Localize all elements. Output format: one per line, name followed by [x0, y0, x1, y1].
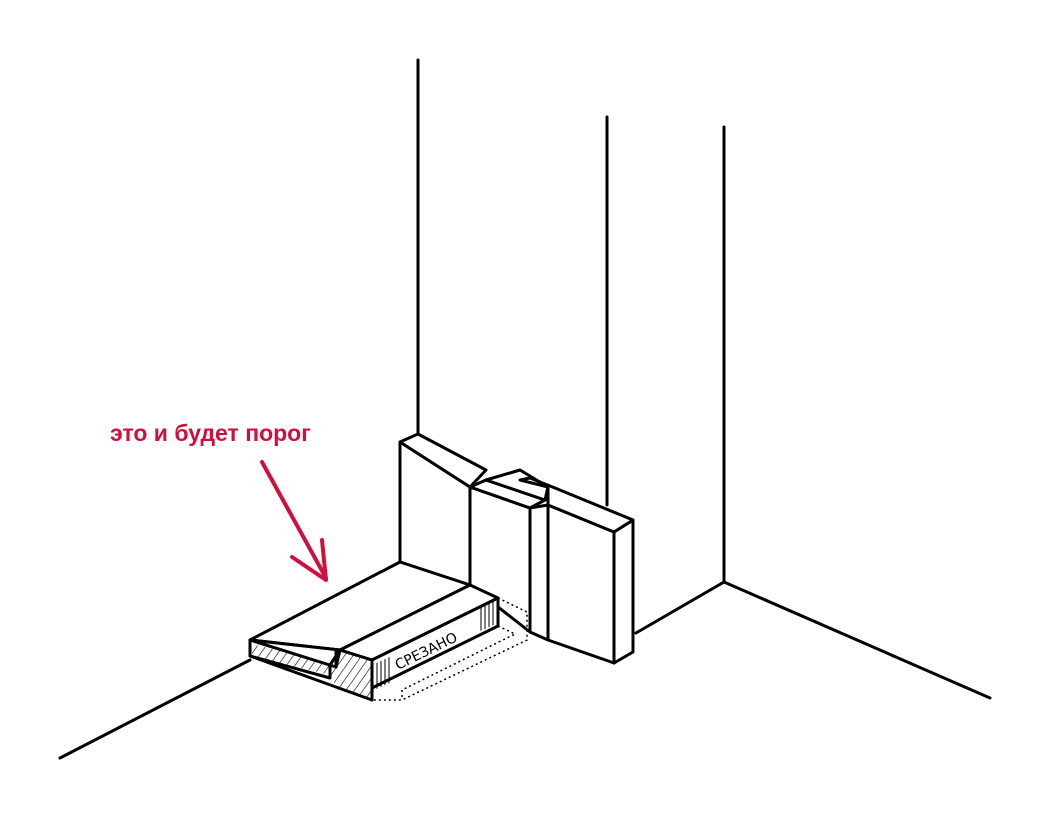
room-outline — [58, 58, 992, 760]
floor-line-left — [58, 658, 252, 760]
floor-line-right — [722, 580, 992, 700]
door-frame-profile — [468, 468, 635, 665]
threshold-piece: СРЕЗАНО — [248, 560, 528, 702]
annotation: это и будет порог — [110, 420, 328, 582]
cut-outline — [372, 597, 528, 701]
annotation-arrow-shaft — [260, 460, 328, 580]
annotation-text: это и будет порог — [110, 420, 311, 446]
threshold-section-hatch — [252, 644, 372, 700]
floor-line-corner — [634, 580, 726, 635]
annotation-arrow-head — [290, 538, 328, 582]
